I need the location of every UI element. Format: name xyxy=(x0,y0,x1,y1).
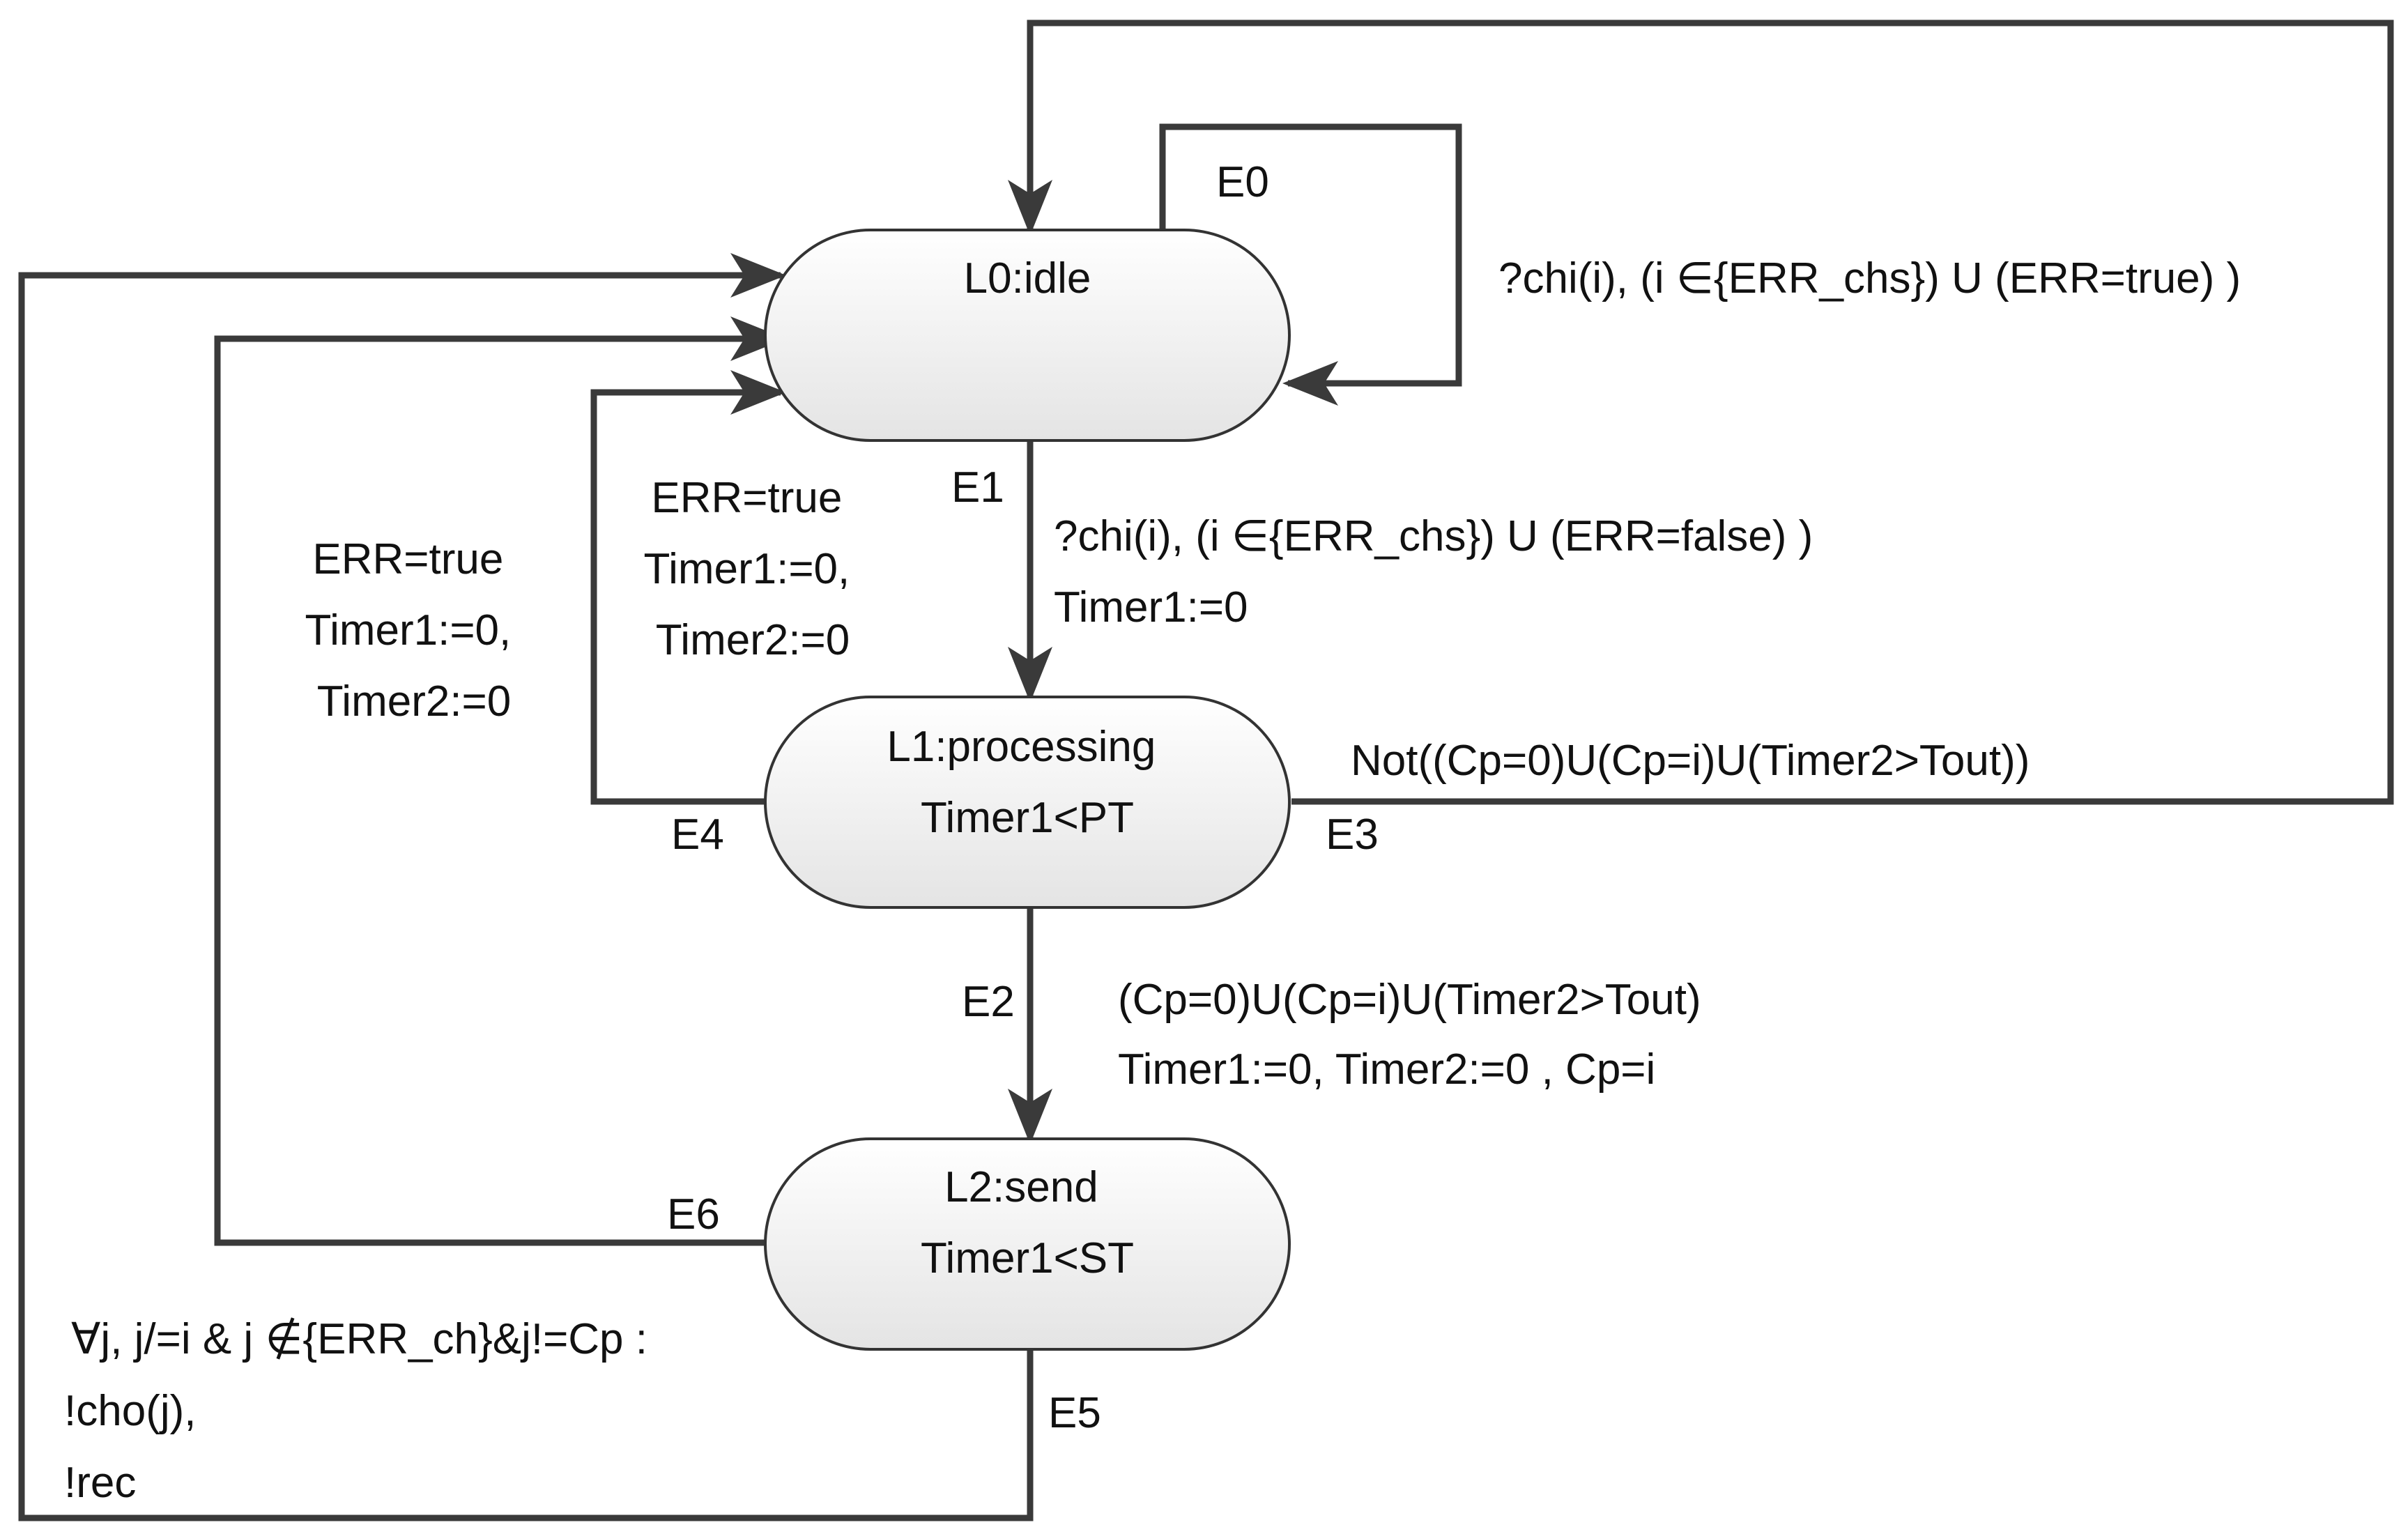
state-l2[interactable]: L2:send Timer1<ST xyxy=(764,1137,1291,1351)
edge-e1-id: E1 xyxy=(951,463,1004,512)
edge-e6-id: E6 xyxy=(667,1190,720,1238)
edge-e0-guard: ?chi(i), (i ∈{ERR_chs}) U (ERR=true) ) xyxy=(1498,254,2241,302)
edge-e5-line xyxy=(18,253,1034,1521)
edge-e3-line xyxy=(1008,20,2394,805)
edge-e0-id: E0 xyxy=(1216,158,1269,206)
edge-e3-guard: Not((Cp=0)U(Cp=i)U(Timer2>Tout)) xyxy=(1351,737,2030,785)
state-l2-label: L2:send Timer1<ST xyxy=(921,1163,1134,1282)
edge-e3-id: E3 xyxy=(1326,811,1379,859)
edge-e6-guard: ERR=true Timer1:=0, Timer2:=0 xyxy=(305,535,523,726)
edge-e1-guard: ?chi(i), (i ∈{ERR_chs}) U (ERR=false) ) … xyxy=(1054,512,1825,631)
edge-e5-id: E5 xyxy=(1048,1389,1101,1437)
edge-e5-guard: ∀j, j/=i & j ∉{ERR_ch}&j!=Cp : !cho(j), … xyxy=(64,1315,659,1507)
edge-e4-line xyxy=(590,370,786,805)
state-l0[interactable]: L0:idle xyxy=(764,229,1291,442)
state-l1[interactable]: L1:processing Timer1<PT xyxy=(764,696,1291,909)
state-l0-label: L0:idle xyxy=(964,254,1091,302)
edge-e4-id: E4 xyxy=(671,811,724,859)
state-l1-label: L1:processing Timer1<PT xyxy=(887,723,1167,842)
edge-e0-line xyxy=(1159,123,1462,406)
edge-e6-line xyxy=(214,316,786,1246)
edge-e2-guard: (Cp=0)U(Cp=i)U(Timer2>Tout) Timer1:=0, T… xyxy=(1118,976,1713,1094)
edge-e4-guard: ERR=true Timer1:=0, Timer2:=0 xyxy=(644,474,862,664)
edge-e2-id: E2 xyxy=(962,978,1015,1026)
